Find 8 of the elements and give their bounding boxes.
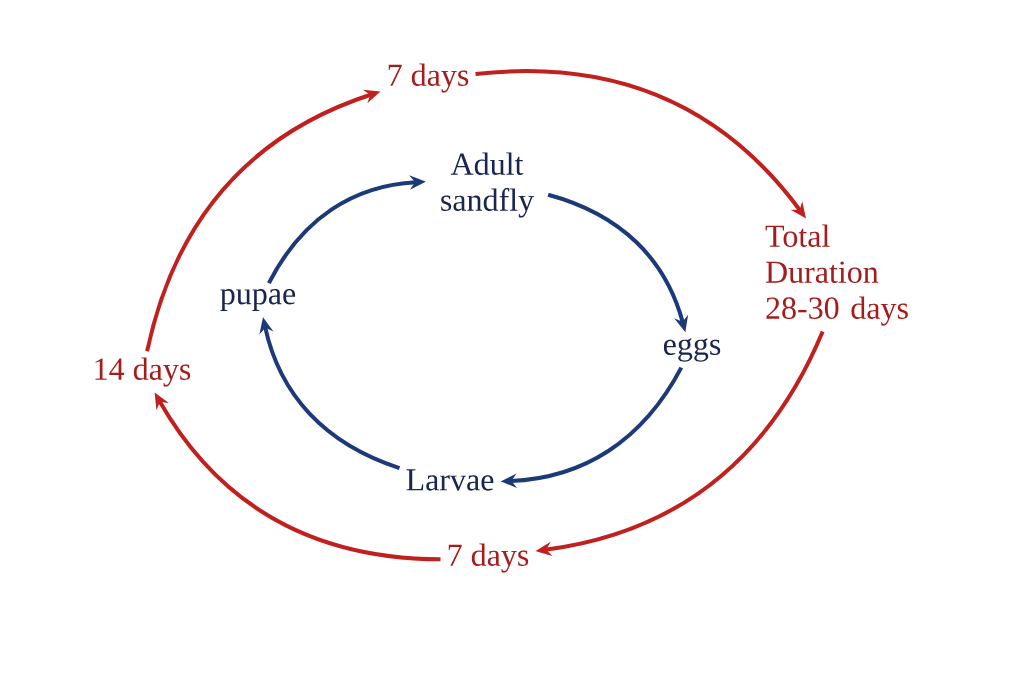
duration-label: 7 days <box>388 63 469 93</box>
duration-label: 7 days <box>448 543 529 573</box>
stage-label: eggs <box>663 338 721 362</box>
duration-label: 14 days <box>95 357 191 387</box>
stage-label: pupae <box>220 289 296 311</box>
stage-label: Larvae <box>406 469 494 491</box>
stage-label: Adult sandfly <box>441 152 534 218</box>
duration-label: Total Duration 28-30 days <box>765 224 908 326</box>
